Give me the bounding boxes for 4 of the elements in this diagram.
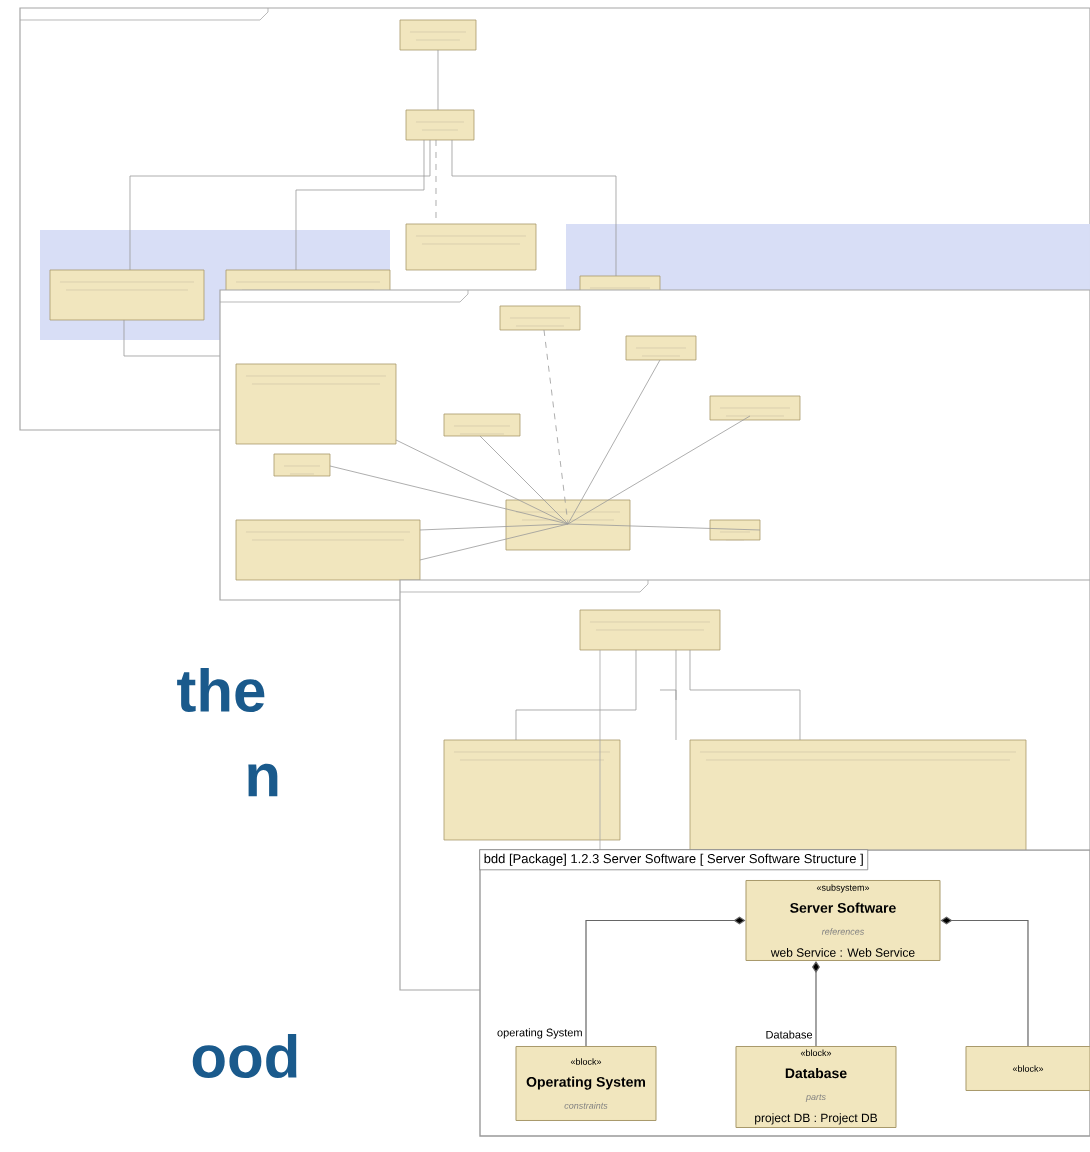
slide-text: n — [248, 763, 278, 797]
composition-line — [812, 961, 820, 1047]
slide-text: ood — [192, 1033, 297, 1079]
slide-text: the — [177, 667, 265, 713]
